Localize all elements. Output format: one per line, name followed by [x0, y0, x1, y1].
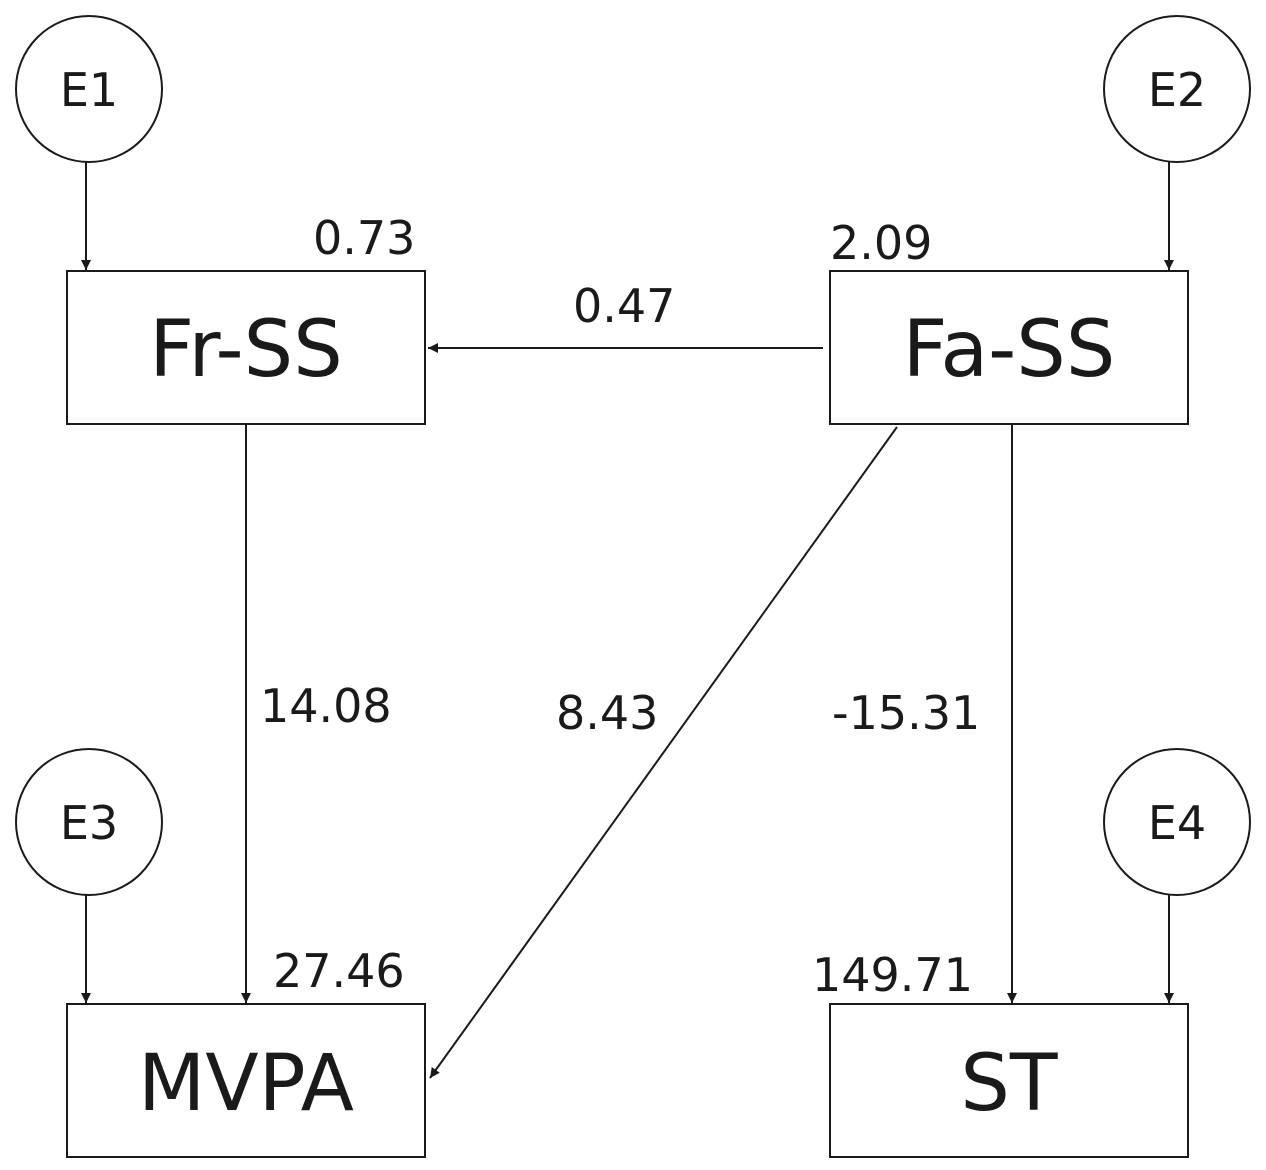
path-fa-to-fr-coefficient: 0.47 [573, 279, 675, 333]
node-fr-ss-label: Fr-SS [149, 305, 342, 395]
node-mvpa: MVPA [66, 1003, 426, 1158]
path-fa-to-st-coefficient: -15.31 [832, 686, 980, 740]
node-fr-ss: Fr-SS [66, 270, 426, 425]
error-e3-label: E3 [60, 796, 118, 850]
error-e3: E3 [15, 748, 163, 896]
error-e2: E2 [1103, 15, 1251, 163]
path-fr-to-mvpa-coefficient: 14.08 [260, 679, 392, 733]
node-st: ST [829, 1003, 1189, 1158]
arrow-fa-ss-to-mvpa [429, 426, 898, 1079]
node-fa-ss-label: Fa-SS [903, 305, 1116, 395]
fa-ss-value: 2.09 [830, 216, 932, 270]
path-fa-to-mvpa-coefficient: 8.43 [556, 686, 658, 740]
fr-ss-value: 0.73 [313, 211, 415, 265]
error-e4: E4 [1103, 748, 1251, 896]
error-e4-label: E4 [1148, 796, 1206, 850]
node-fa-ss: Fa-SS [829, 270, 1189, 425]
mvpa-value: 27.46 [273, 944, 405, 998]
error-e1: E1 [15, 15, 163, 163]
node-mvpa-label: MVPA [138, 1039, 354, 1129]
st-value: 149.71 [812, 948, 973, 1002]
error-e2-label: E2 [1148, 63, 1206, 117]
error-e1-label: E1 [60, 63, 118, 117]
node-st-label: ST [960, 1039, 1058, 1129]
